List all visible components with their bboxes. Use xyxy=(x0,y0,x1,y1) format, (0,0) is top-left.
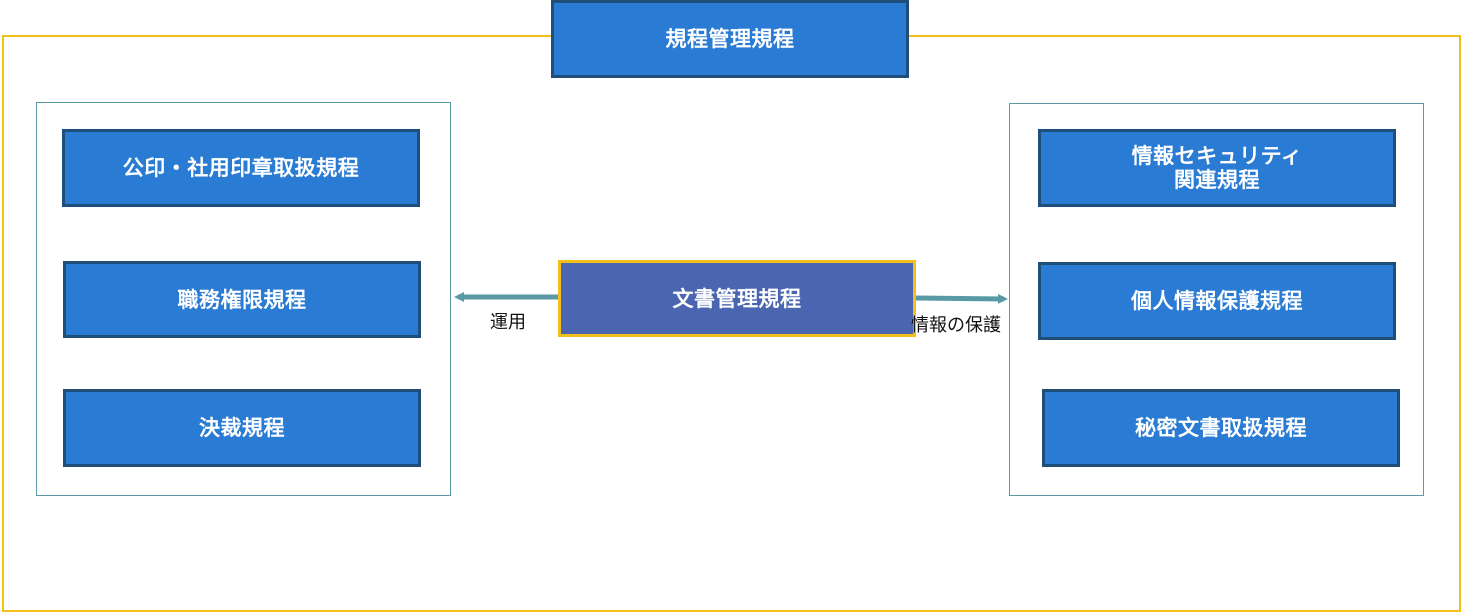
arrow-to-right-group xyxy=(915,293,1008,304)
title-box-kitei-kanri: 規程管理規程 xyxy=(551,0,909,78)
edge-label-joho-hogo: 情報の保護 xyxy=(911,315,1001,336)
right-item-himitsu-bunsho: 秘密文書取扱規程 xyxy=(1042,389,1400,467)
right-item-kojin-joho: 個人情報保護規程 xyxy=(1038,262,1396,340)
left-item-koin-shayoin: 公印・社用印章取扱規程 xyxy=(62,129,420,207)
edge-label-unyo: 運用 xyxy=(490,312,526,333)
left-item-kessai: 決裁規程 xyxy=(63,389,421,467)
left-item-shokumu-kengen: 職務権限規程 xyxy=(63,261,421,338)
right-item-info-security: 情報セキュリティ 関連規程 xyxy=(1038,129,1396,207)
center-box-bunsho-kanri: 文書管理規程 xyxy=(558,260,916,337)
